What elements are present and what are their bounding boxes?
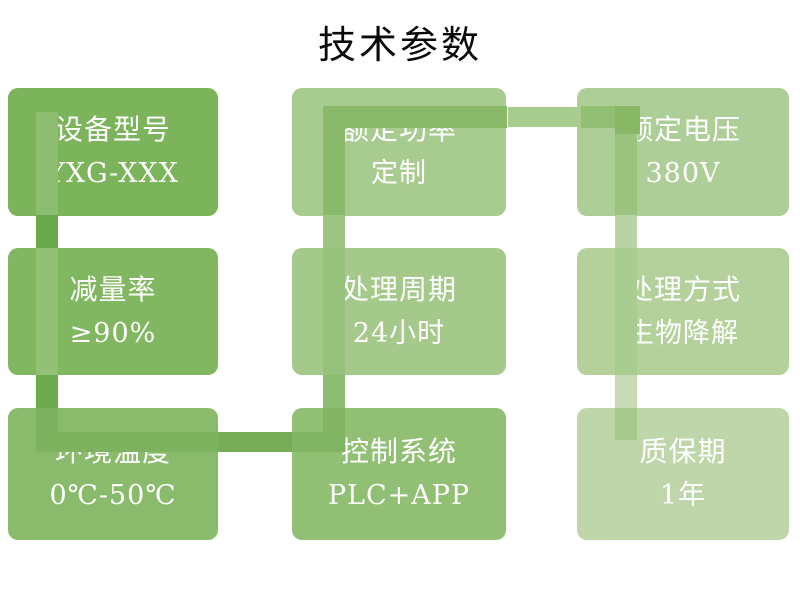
connector-segment-col2-gap-2: [323, 375, 345, 408]
spec-box-value: 1年: [659, 480, 707, 511]
spec-box-title: 处理方式: [624, 272, 741, 306]
connector-segment-start-over-box1: [36, 112, 58, 215]
connector-segment-over-box3-horizontal: [581, 106, 615, 128]
connector-segment-over-box2-horizontal: [345, 106, 507, 128]
connector-segment-over-box8-vertical: [323, 408, 345, 452]
spec-box-warranty-period: 质保期 1年: [577, 408, 789, 540]
connector-segment-turn-square-box3: [615, 106, 640, 134]
connector-segment-over-box5: [323, 248, 345, 375]
spec-box-value: YXG-XXX: [47, 158, 179, 189]
spec-box-value: PLC+APP: [327, 480, 471, 511]
spec-box-title: 质保期: [639, 435, 727, 468]
spec-box-value: 生物降解: [627, 317, 739, 349]
spec-box-title: 减量率: [69, 272, 157, 306]
connector-segment-over-box7-vertical: [36, 408, 58, 452]
spec-box-value: 24小时: [352, 317, 446, 349]
spec-box-value: 0℃-50℃: [49, 480, 177, 511]
spec-box-value: ≥90%: [69, 317, 157, 349]
connector-segment-over-box3-vertical: [615, 134, 637, 215]
connector-segment-col1-gap-2: [36, 375, 58, 408]
spec-box-value: 380V: [645, 158, 721, 189]
connector-segment-over-box6: [615, 248, 637, 375]
spec-box-processing-method: 处理方式 生物降解: [577, 248, 789, 375]
spec-box-title: 额定电压: [624, 113, 741, 146]
connector-segment-col1-gap-1: [36, 215, 58, 248]
connector-segment-over-box4: [36, 248, 58, 375]
connector-segment-top-gap: [508, 107, 581, 127]
connector-segment-col2-gap-1: [323, 215, 345, 248]
spec-box-title: 控制系统: [340, 435, 457, 468]
connector-segment-col3-gap-2: [615, 375, 637, 408]
connector-segment-end-over-box9: [615, 408, 637, 440]
connector-segment-col3-gap-1: [615, 215, 637, 248]
spec-box-title: 处理周期: [340, 272, 457, 306]
spec-box-title: 设备型号: [54, 113, 171, 146]
connector-segment-bottom-gap: [218, 432, 292, 452]
page-title: 技术参数: [317, 23, 482, 67]
connector-segment-over-box2-vertical: [323, 106, 345, 215]
spec-box-value: 定制: [371, 158, 427, 189]
connector-segment-over-box7-horizontal: [58, 432, 218, 452]
